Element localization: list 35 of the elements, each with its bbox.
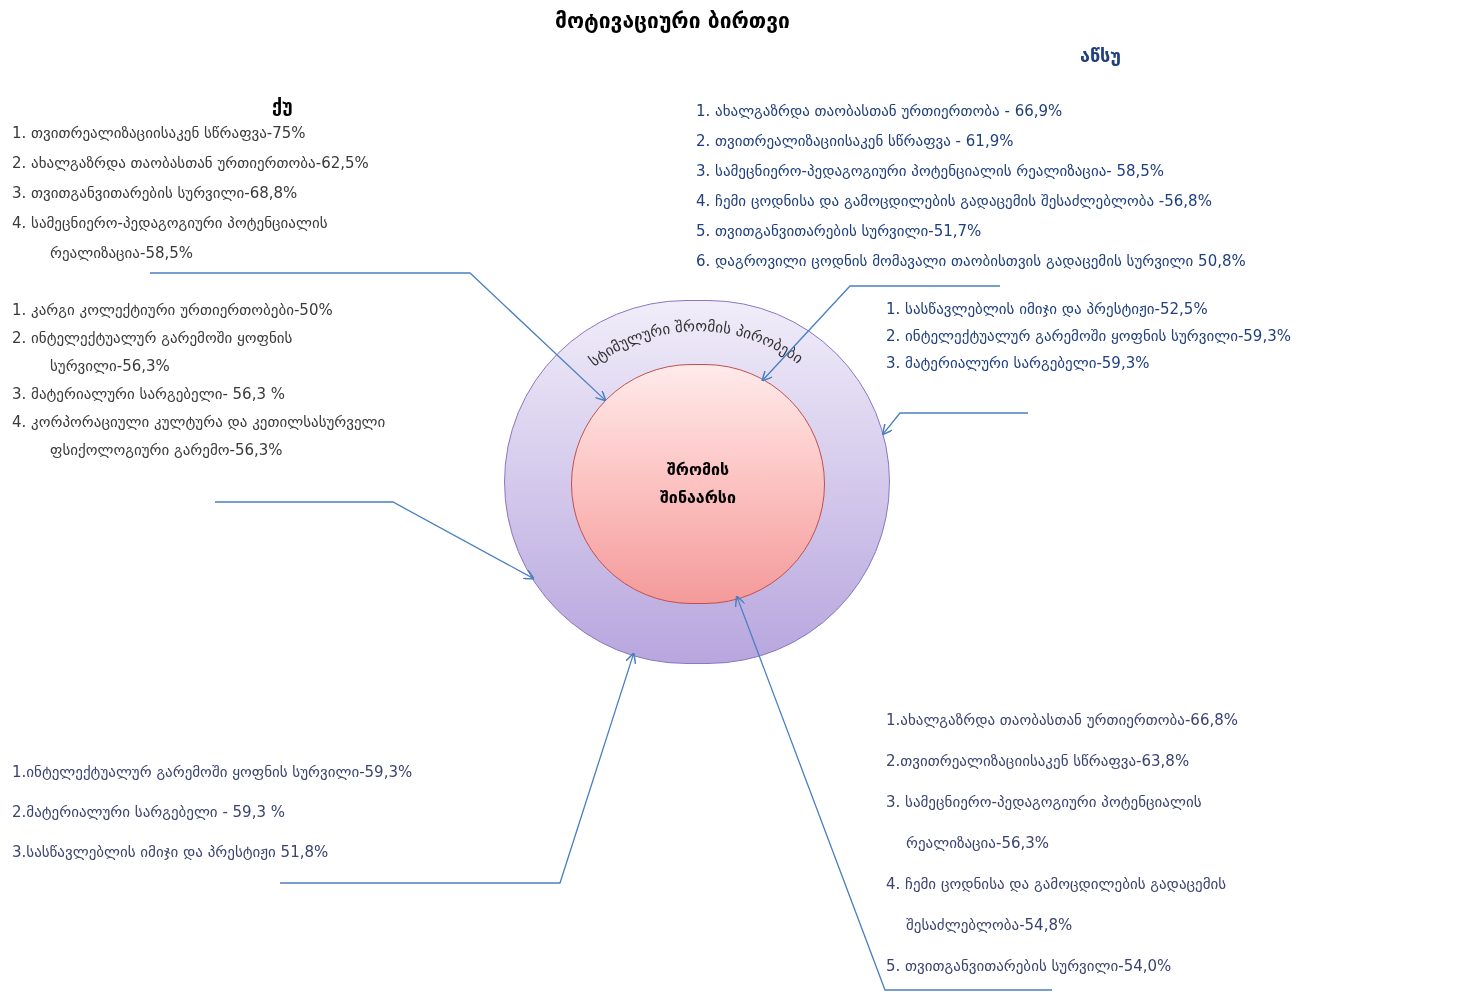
list-item: 3. მატერიალური სარგებელი-59,3% — [886, 353, 1151, 374]
list-item: 2. ინტელექტუალურ გარემოში ყოფნის სურვილი-56,3% — [12, 328, 294, 377]
list-item: 2. ახალგაზრდა თაობასთან ურთიერთობა-62,5% — [12, 153, 370, 174]
circle-label: შრომის შინაარსი — [659, 459, 737, 509]
list-item: 3. მატერიალური სარგებელი- 56,3 % — [12, 384, 286, 405]
list-item: 1. თვითრეალიზაციისაკენ სწრაფვა-75% — [12, 123, 307, 144]
list-item: 2.მატერიალური სარგებელი - 59,3 % — [12, 802, 286, 823]
list-item: 1. ახალგაზრდა თაობასთან ურთიერთობა - 66,9% — [696, 101, 1064, 122]
list-item: 1. სასწავლებლის იმიჯი და პრესტიჟი-52,5% — [886, 299, 1209, 320]
list-item: 1. კარგი კოლექტიური ურთიერთობები-50% — [12, 300, 334, 321]
list-item: 6. დაგროვილი ცოდნის მომავალი თაობისთვის გადაცემის სურვილი 50,8% — [696, 251, 1247, 272]
list-item: 5. თვითგანვითარების სურვილი-51,7% — [696, 221, 983, 242]
list-item: 5. თვითგანვითარების სურვილი-54,0% — [886, 956, 1173, 977]
arrow — [149, 272, 607, 402]
title: მოტივაციური ბირთვი — [555, 8, 790, 35]
list-item: 4. სამეცნიერო-პედაგოგიური პოტენციალის რეალიზაცია-58,5% — [12, 213, 329, 264]
arrow — [734, 595, 1053, 991]
list-item: 4. ჩემი ცოდნისა და გამოცდილების გადაცემის შესაძლებლობა -56,8% — [696, 191, 1213, 212]
arrow — [881, 412, 1029, 436]
column-heading: ქუ — [272, 94, 293, 118]
list-item: 3. თვითგანვითარების სურვილი-68,8% — [12, 183, 299, 204]
arrow — [214, 501, 535, 580]
column-heading: აწსუ — [1080, 44, 1121, 68]
arrow — [279, 652, 637, 884]
list-item: 2. თვითრეალიზაციისაკენ სწრაფვა - 61,9% — [696, 131, 1015, 152]
list-item: 3.სასწავლებლის იმიჯი და პრესტიჟი 51,8% — [12, 842, 330, 863]
list-item: 1.ინტელექტუალურ გარემოში ყოფნის სურვილი-59,3% — [12, 762, 414, 783]
list-item: 1.ახალგაზრდა თაობასთან ურთიერთობა-66,8% — [886, 710, 1239, 731]
list-item: 4. ჩემი ცოდნისა და გამოცდილების გადაცემის შესაძლებლობა-54,8% — [886, 874, 1228, 936]
list-item: 2.თვითრეალიზაციისაკენ სწრაფვა-63,8% — [886, 751, 1191, 772]
list-item: 3. სამეცნიერო-პედაგოგიური პოტენციალის რეალიზაცია-56,3% — [886, 792, 1203, 854]
list-item: 3. სამეცნიერო-პედაგოგიური პოტენციალის რეალიზაცია- 58,5% — [696, 161, 1166, 182]
arrow — [761, 285, 1001, 382]
list-item: 2. ინტელექტუალურ გარემოში ყოფნის სურვილი-59,3% — [886, 326, 1292, 347]
list-item: 4. კორპორაციული კულტურა და კეთილსასურველი ფსიქოლოგიური გარემო-56,3% — [12, 412, 387, 461]
